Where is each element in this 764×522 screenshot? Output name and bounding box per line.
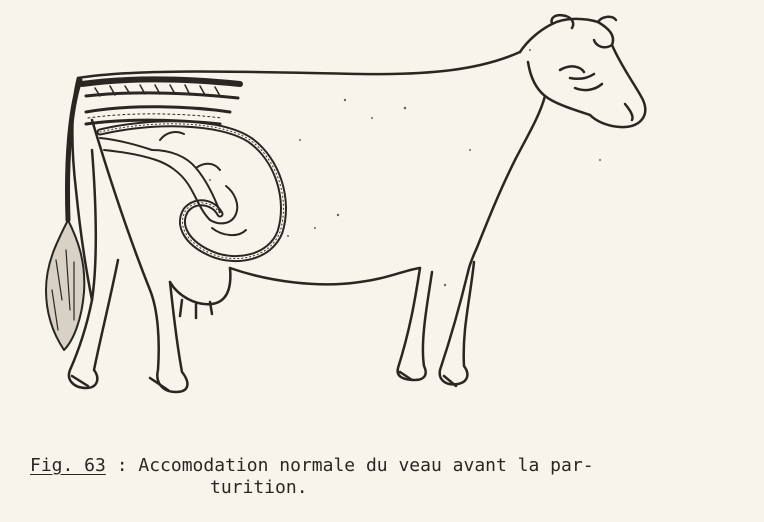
cow-belly [230, 268, 420, 284]
calf [100, 132, 246, 235]
spine [82, 79, 240, 98]
cow-calf-illustration [0, 0, 764, 440]
figure-number: Fig. 63 [30, 455, 106, 476]
caption-separator: : [106, 455, 139, 476]
cow-udder [170, 268, 230, 318]
caption-text-line1: Accomodation normale du veau avant la pa… [138, 455, 593, 476]
caption-text-line2: turition. [30, 477, 750, 499]
figure-caption: Fig. 63 : Accomodation normale du veau a… [30, 455, 750, 499]
cow-hind-legs [69, 120, 187, 392]
cow-front-legs [398, 262, 474, 386]
cow-back [78, 52, 520, 78]
cow-neck [468, 96, 545, 272]
